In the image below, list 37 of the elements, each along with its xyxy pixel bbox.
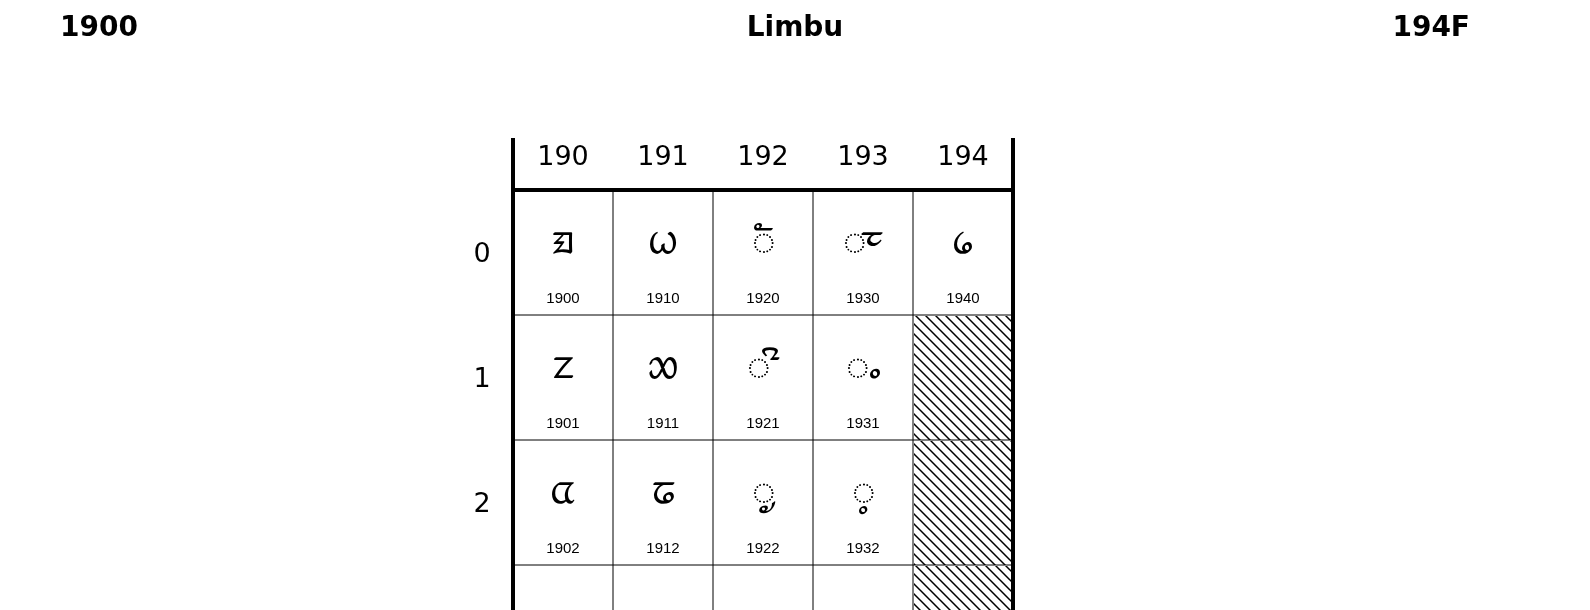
character-glyph: ◌ᤲ — [850, 462, 876, 515]
code-point-label: 1920 — [745, 289, 781, 306]
character-glyph: ᤐ — [648, 212, 678, 265]
character-glyph: ◌ᤱ — [844, 337, 882, 390]
character-glyph: ᤂ — [550, 462, 576, 515]
code-point-label: 1922 — [745, 539, 781, 556]
row-header: 1 — [472, 362, 492, 393]
character-glyph: ◌ᤢ — [750, 462, 776, 515]
row-header: 2 — [472, 487, 492, 518]
character-glyph: ◌ᤡ — [746, 337, 781, 390]
character-glyph: ᥀ — [952, 212, 974, 265]
range-end-label: 194F — [1391, 10, 1470, 43]
code-point-label: 1902 — [545, 539, 581, 556]
column-header: 194 — [936, 140, 990, 171]
character-glyph: ᤁ — [551, 337, 575, 390]
code-point-label: 1910 — [645, 289, 681, 306]
chart-title: Limbu — [745, 10, 845, 43]
code-point-label: 1921 — [745, 414, 781, 431]
character-glyph: ᤑ — [647, 337, 679, 390]
character-glyph: ◌ᤰ — [841, 212, 885, 265]
code-point-label: 1932 — [845, 539, 881, 556]
code-point-label: 1911 — [645, 414, 681, 431]
column-header: 190 — [536, 140, 590, 171]
character-glyph: ᤀ — [551, 212, 575, 265]
code-point-label: 1940 — [945, 289, 981, 306]
character-glyph: ◌ᤠ — [750, 212, 776, 265]
code-point-label: 1901 — [545, 414, 581, 431]
code-point-label: 1931 — [845, 414, 881, 431]
column-header: 193 — [836, 140, 890, 171]
range-start-label: 1900 — [60, 10, 138, 43]
code-point-label: 1900 — [545, 289, 581, 306]
code-point-label: 1912 — [645, 539, 681, 556]
row-header: 0 — [472, 237, 492, 268]
character-glyph: ᤒ — [650, 462, 676, 515]
column-header: 191 — [636, 140, 690, 171]
code-point-label: 1930 — [845, 289, 881, 306]
column-header: 192 — [736, 140, 790, 171]
